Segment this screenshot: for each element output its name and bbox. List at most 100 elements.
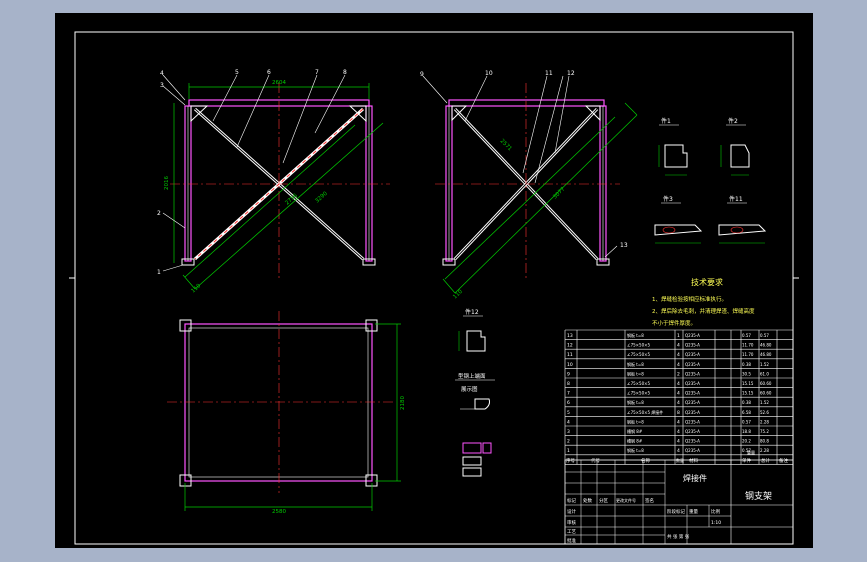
side-view: 3077 2571 110 9 10 11 12 13 xyxy=(420,70,638,300)
tech-req-title: 技术要求 xyxy=(691,277,723,287)
dim-side-diag2-text: 2571 xyxy=(499,138,513,152)
tb-label-1: 处数 xyxy=(583,497,592,504)
dim-front-height-text: 2016 xyxy=(164,176,170,190)
tech-req-line-1: 1、焊缝检验按相应标准执行。 xyxy=(652,295,727,303)
bom-row-unit-weight: 15.15 xyxy=(742,391,754,396)
bom-row-total-weight: 0.57 xyxy=(760,333,769,338)
bom-row-total-weight: 1.52 xyxy=(760,362,769,367)
bom-row-no: 8 xyxy=(567,381,570,387)
bom-row-material: Q235-A xyxy=(685,381,700,386)
bom-row-total-weight: 52.6 xyxy=(760,410,769,415)
bom-row-total-weight: 60.60 xyxy=(760,391,772,396)
bom-row-name: 钢板 t=8 xyxy=(627,418,644,424)
bom-row-total-weight: 80.8 xyxy=(760,439,769,444)
tb-label-2: 分区 xyxy=(599,497,608,504)
tb-sheet-text: 共 张 第 张 xyxy=(667,533,690,540)
bom-row-qty: 4 xyxy=(677,391,680,397)
bom-row-unit-weight: 11.70 xyxy=(742,352,754,357)
bom-row-unit-weight: 0.38 xyxy=(742,400,751,405)
tb-row-process: 工艺 xyxy=(567,529,576,535)
bom-row-total-weight: 2.28 xyxy=(760,419,769,424)
bom-row-no: 6 xyxy=(567,400,570,406)
bom-row-no: 2 xyxy=(567,439,570,445)
bom-row-name: ∠75×50×5 xyxy=(627,352,650,357)
dim-side-bottom-text: 110 xyxy=(452,288,464,300)
detail-label-11: 件11 xyxy=(729,195,743,203)
bom-row-name: 槽钢 8# xyxy=(627,428,643,434)
bom-row-unit-weight: 15.15 xyxy=(742,381,754,386)
gusset-tl xyxy=(190,105,209,123)
bom-row-no: 7 xyxy=(567,391,570,397)
bom-row-no: 4 xyxy=(567,419,570,425)
tb-row-review: 审核 xyxy=(567,519,576,526)
callout-4: 4 xyxy=(160,70,164,77)
gusset-tr xyxy=(348,105,367,123)
tb-label-3: 更改文件号 xyxy=(616,497,636,503)
callout-9: 9 xyxy=(420,71,424,78)
bom-row-unit-weight: 6.58 xyxy=(742,410,751,415)
tb-scale-value: 1:10 xyxy=(711,520,721,526)
bom-row-qty: 4 xyxy=(677,439,680,445)
callout-11: 11 xyxy=(545,70,553,77)
tb-label-4: 签名 xyxy=(645,497,654,504)
bom-row-name: ∠75×50×5 xyxy=(627,381,650,386)
bom-row-name: ∠75×50×5 xyxy=(627,391,650,396)
bom-row-unit-weight: 18.8 xyxy=(742,429,751,434)
bom-row-unit-weight: 30.5 xyxy=(742,371,751,376)
drawing-sheet: 2604 2016 3290 2756 110 4 3 5 6 7 8 2 1 xyxy=(55,13,813,548)
dim-front-diag xyxy=(194,122,384,290)
tb-row-design: 设计 xyxy=(567,508,576,515)
bom-row-total-weight: 60.60 xyxy=(760,381,772,386)
dim-plan-width-text: 2580 xyxy=(272,509,286,515)
section-label-b: 展示图 xyxy=(461,385,478,393)
bom-row-total-weight: 75.2 xyxy=(760,429,769,434)
bom-row-name: 槽钢 8# xyxy=(627,438,643,444)
title-block: 焊接件 钢支架 标记 处数 分区 更改文件号 签名 设计 审核 工艺 批准 阶段… xyxy=(564,459,794,545)
tb-scale-label: 比例 xyxy=(711,508,720,515)
bom-row-no: 9 xyxy=(567,371,570,377)
bom-row-unit-weight: 0.38 xyxy=(742,362,751,367)
dim-front-top-text: 2604 xyxy=(272,80,286,86)
bom-row-total-weight: 1.52 xyxy=(760,400,769,405)
bom-row-material: Q235-A xyxy=(685,410,700,415)
callout-3: 3 xyxy=(160,82,164,89)
bom-row-material: Q235-A xyxy=(685,400,700,405)
dim-plan-depth-text: 2180 xyxy=(400,396,406,410)
bom-row-qty: 4 xyxy=(677,429,680,435)
bom-row-name: ∠75×50×5 焊接件 xyxy=(627,409,663,415)
bom-row-material: Q235-A xyxy=(685,371,700,376)
bom-row-material: Q235-A xyxy=(685,429,700,434)
bom-row-qty: 4 xyxy=(677,343,680,349)
bom-row-unit-weight: 20.2 xyxy=(742,439,751,444)
callout-1: 1 xyxy=(157,269,161,276)
callout-10: 10 xyxy=(485,70,493,77)
bom-row-material: Q235-A xyxy=(685,391,700,396)
callout-6: 6 xyxy=(267,69,271,76)
tech-req-line-2: 2、焊后除去毛刺，并清理焊渣、焊缝高度 xyxy=(652,307,755,315)
bom-row-no: 12 xyxy=(567,343,573,349)
bom-row-unit-weight: 0.57 xyxy=(742,448,751,453)
front-base-plate-left xyxy=(181,258,195,266)
bom-row-qty: 2 xyxy=(677,371,680,377)
dim-front-diag-text: 3290 xyxy=(314,190,329,204)
plan-view: 2580 2180 xyxy=(167,311,406,515)
dim-side-diag-text: 3077 xyxy=(552,186,567,200)
callout-7: 7 xyxy=(315,69,319,76)
bom-row-no: 13 xyxy=(567,333,573,339)
bom-row-name: 钢板 t=8 xyxy=(627,370,644,376)
tech-requirements: 技术要求 1、焊缝检验按相应标准执行。 2、焊后除去毛刺，并清理焊渣、焊缝高度 … xyxy=(652,277,755,327)
bom-row-no: 11 xyxy=(567,352,573,358)
bom-row-qty: 8 xyxy=(677,410,680,416)
bom-row-name: 钢板 t=8 xyxy=(627,361,644,367)
bom-row-total-weight: 46.80 xyxy=(760,343,772,348)
detail-label-3: 件3 xyxy=(663,195,673,203)
bom-row-total-weight: 61.0 xyxy=(760,371,769,376)
bom-row-total-weight: 2.28 xyxy=(760,448,769,453)
tb-stage-label: 阶段标记 xyxy=(667,508,685,515)
bom-row-no: 10 xyxy=(567,362,573,368)
tb-row-approve: 批准 xyxy=(567,537,576,544)
tech-req-line-3: 不小于焊件厚度。 xyxy=(652,319,696,327)
callout-5: 5 xyxy=(235,69,239,76)
bom-weight-label: 重量 xyxy=(747,449,755,455)
